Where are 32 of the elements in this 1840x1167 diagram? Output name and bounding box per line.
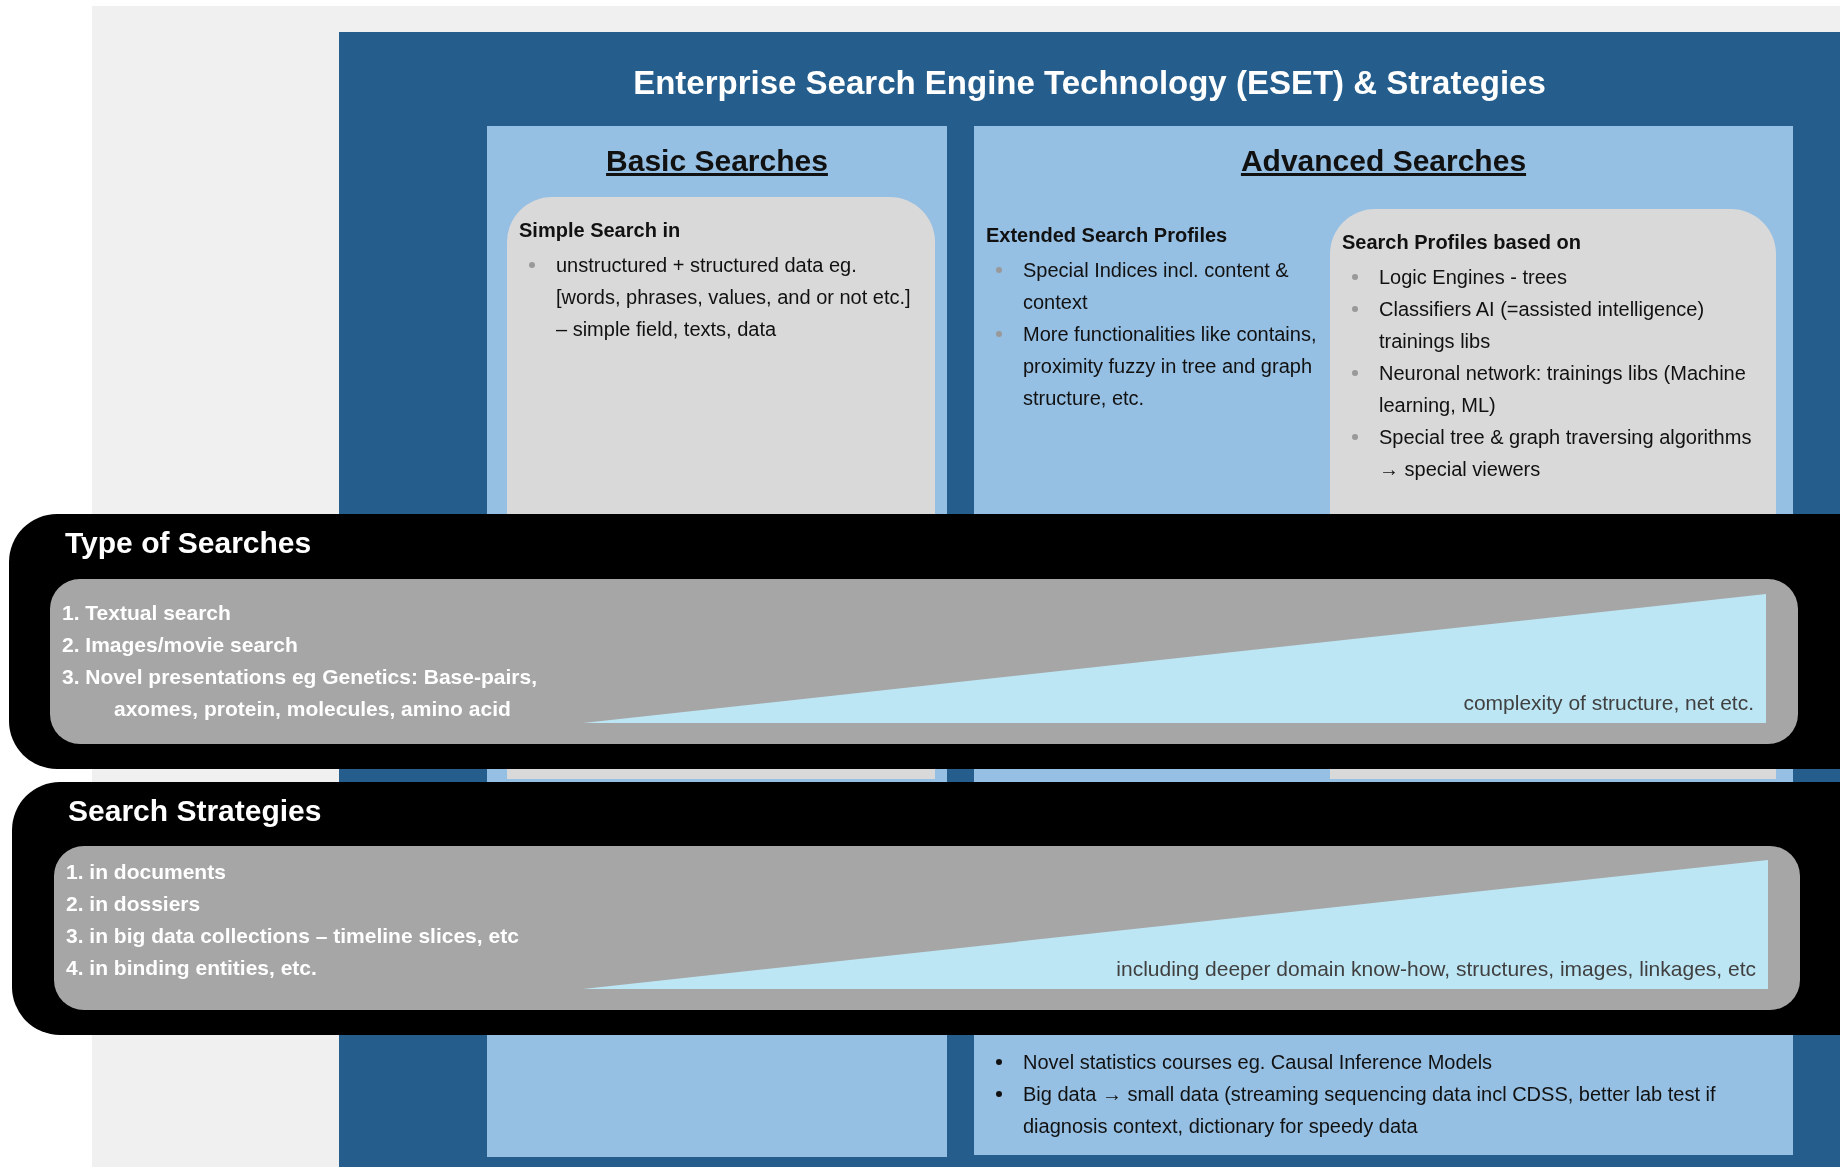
list-item: 2. Images/movie search xyxy=(62,632,299,658)
section-heading: Search Profiles based on xyxy=(1342,231,1582,254)
section-heading: Extended Search Profiles xyxy=(986,224,1229,247)
section-heading: Simple Search in xyxy=(519,219,682,242)
bullet-text: unstructured + structured data eg. [words, phrases, values, and or not etc.] – simple field, texts, data xyxy=(556,249,924,345)
list-item: 3. Novel presentations eg Genetics: Base-pairs, axomes, protein, molecules, amino acid xyxy=(62,664,538,722)
list-item: 4. in binding entities, etc. xyxy=(66,955,318,981)
list-item: 3. in big data collections – timeline slices, etc xyxy=(66,923,520,949)
bullet-text: Special Indices incl. content & context xyxy=(1023,254,1323,318)
list-panel xyxy=(54,846,1800,1010)
bullet-text: Neuronal network: trainings libs (Machine learning, ML) xyxy=(1379,357,1765,421)
bullet-text: Big data → small data (streaming sequencing data incl CDSS, better lab test if diagnosis context, dictionary for speedy data xyxy=(1023,1078,1783,1142)
bullet-text: Novel statistics courses eg. Causal Inference Models xyxy=(1023,1046,1783,1078)
list-panel xyxy=(50,579,1798,744)
bullet-text: Logic Engines - trees xyxy=(1379,261,1765,293)
bullet-text: More functionalities like contains, proximity fuzzy in tree and graph structure, etc. xyxy=(1023,318,1323,414)
profile-card xyxy=(1330,209,1776,514)
search-band xyxy=(12,782,1840,1035)
search-band xyxy=(9,514,1840,769)
list-item: 2. in dossiers xyxy=(66,891,202,917)
triangle-caption: including deeper domain know-how, structures, images, linkages, etc xyxy=(1116,957,1756,981)
band-heading: Search Strategies xyxy=(68,794,322,828)
profile-card xyxy=(507,197,935,514)
bullet-text: Special tree & graph traversing algorithms → special viewers xyxy=(1379,421,1765,485)
band-heading: Type of Searches xyxy=(65,526,312,560)
bullet-text: Classifiers AI (=assisted intelligence) trainings libs xyxy=(1379,293,1765,357)
list-item: 1. Textual search xyxy=(62,600,232,626)
list-item: 1. in documents xyxy=(66,859,227,885)
triangle-caption: complexity of structure, net etc. xyxy=(1463,691,1754,715)
column-heading: Basic Searches xyxy=(605,144,829,178)
diagram-title: Enterprise Search Engine Technology (ESET) & Strategies xyxy=(633,64,1546,102)
column-heading: Advanced Searches xyxy=(1239,144,1528,178)
